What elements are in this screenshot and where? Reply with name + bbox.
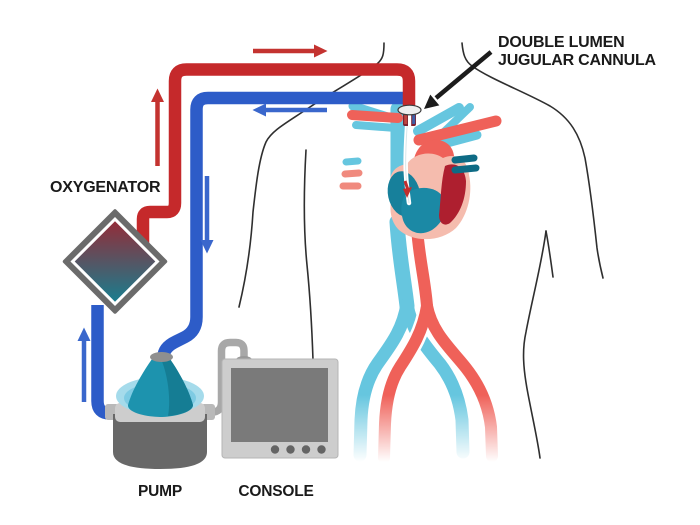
great-vessels-red bbox=[339, 110, 502, 190]
iliac-vein-right bbox=[400, 297, 470, 459]
flow-arrow-blue-down-icon bbox=[200, 176, 214, 254]
cannula-hub-lumen-blue bbox=[412, 114, 416, 124]
cannula-hub bbox=[397, 104, 422, 126]
pump-label: PUMP bbox=[138, 483, 182, 500]
cannula-hub-ring bbox=[397, 104, 422, 116]
stub-vessel bbox=[342, 157, 362, 166]
blue-drainage-tube bbox=[157, 91, 412, 358]
cannula-hub-lumen-white bbox=[408, 112, 412, 126]
console-button bbox=[286, 445, 295, 454]
pump-cone-shade bbox=[161, 359, 193, 416]
cannula-flow-arrowhead-icon bbox=[403, 187, 412, 198]
console-buttons bbox=[270, 445, 326, 454]
flow-arrow-blue-up-icon bbox=[77, 327, 91, 402]
cannula-label-line1: DOUBLE LUMEN bbox=[498, 34, 624, 51]
console-label: CONSOLE bbox=[238, 483, 313, 500]
cannula-body bbox=[403, 110, 412, 206]
ivc-vessel bbox=[389, 214, 415, 314]
body-right-armpit bbox=[545, 230, 554, 278]
iliac-artery-left bbox=[378, 300, 433, 464]
cannula-hub-lumen-red bbox=[404, 114, 408, 124]
body-right-neck-shoulder-arm bbox=[461, 42, 604, 279]
console-button bbox=[270, 445, 280, 454]
flow-arrow-red-right-icon bbox=[253, 44, 328, 58]
branch-artery bbox=[413, 115, 502, 146]
iliac-artery-right bbox=[421, 300, 498, 462]
flow-arrow-blue-left-icon bbox=[252, 103, 327, 117]
lower-vessels bbox=[353, 214, 501, 467]
console-screen bbox=[231, 368, 328, 442]
console-cable bbox=[204, 338, 248, 416]
pump-cone-cap bbox=[150, 352, 173, 362]
flow-arrow-red-up-icon bbox=[151, 88, 164, 166]
left-ventricle bbox=[439, 164, 466, 225]
console-button bbox=[317, 445, 326, 454]
pump-base bbox=[113, 414, 207, 469]
body-left-neck-shoulder-arm bbox=[238, 42, 385, 308]
body-right-torso-side bbox=[522, 230, 547, 459]
pump-device bbox=[105, 352, 215, 469]
cannula-callout-arrow-icon bbox=[424, 50, 493, 109]
blue-return-to-oxygenator-tube bbox=[91, 305, 119, 420]
branch-vessel bbox=[352, 121, 400, 132]
heart bbox=[387, 139, 480, 240]
iliac-vein-left bbox=[353, 297, 414, 462]
pulmonary-stubs bbox=[451, 154, 480, 174]
stub-artery bbox=[341, 169, 363, 178]
branch-artery bbox=[347, 110, 403, 123]
console-device bbox=[221, 356, 339, 459]
branch-vessel bbox=[413, 103, 464, 136]
body-left-torso-side bbox=[303, 149, 314, 361]
oxygenator-label: OXYGENATOR bbox=[50, 179, 161, 196]
cannula-label-line2: JUGULAR CANNULA bbox=[498, 52, 657, 69]
right-ventricle bbox=[401, 187, 446, 234]
red-return-tube bbox=[136, 63, 416, 248]
console-button bbox=[301, 445, 311, 454]
oxygenator-device bbox=[62, 209, 168, 314]
